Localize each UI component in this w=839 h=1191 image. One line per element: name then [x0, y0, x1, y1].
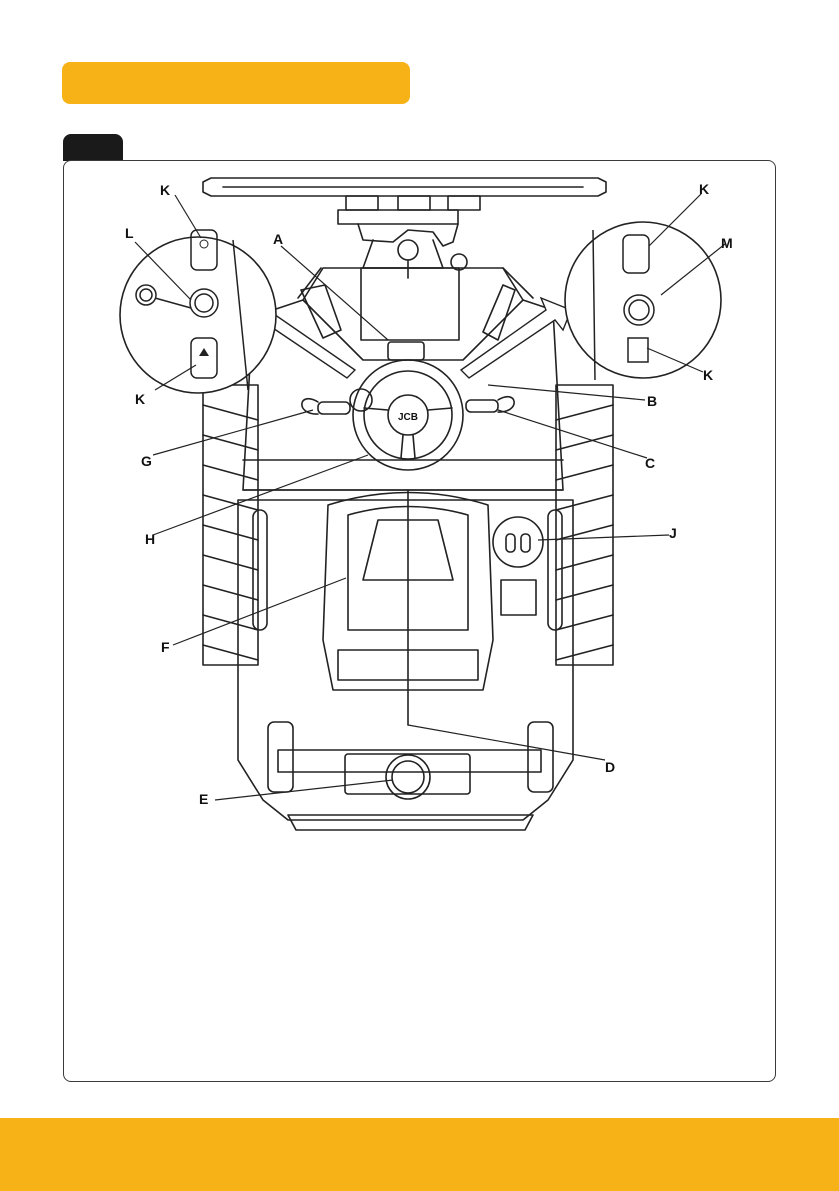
callout-j: J: [669, 525, 677, 541]
callout-m: M: [721, 235, 733, 251]
left-detail-inset: [120, 230, 276, 393]
loader-arms: [301, 285, 515, 340]
operator-station-diagram: K L A K M K K B G C H J F D E JCB: [63, 160, 776, 1082]
figure-tab: [63, 134, 123, 161]
callout-k-top-left: K: [160, 182, 170, 198]
right-tire: [556, 385, 613, 665]
callout-k-right: K: [703, 367, 713, 383]
mast-assembly: [358, 224, 467, 278]
callout-c: C: [645, 455, 655, 471]
rear-hitch: [268, 722, 553, 830]
callout-e: E: [199, 791, 208, 807]
callout-k-top-right: K: [699, 181, 709, 197]
footer-bar: [0, 1118, 839, 1191]
callout-g: G: [141, 453, 152, 469]
right-detail-inset: [565, 222, 721, 380]
callout-a: A: [273, 231, 283, 247]
callout-f: F: [161, 639, 170, 655]
steering-logo: JCB: [398, 412, 418, 423]
callout-b: B: [647, 393, 657, 409]
callout-d: D: [605, 759, 615, 775]
section-title-bar: [62, 62, 410, 104]
right-console: [493, 517, 543, 615]
operator-platform: [238, 490, 573, 820]
zoom-arrows: [243, 298, 571, 378]
callout-k-left: K: [135, 391, 145, 407]
callout-l: L: [125, 225, 134, 241]
callout-h: H: [145, 531, 155, 547]
front-attachment-bar: [203, 178, 606, 224]
